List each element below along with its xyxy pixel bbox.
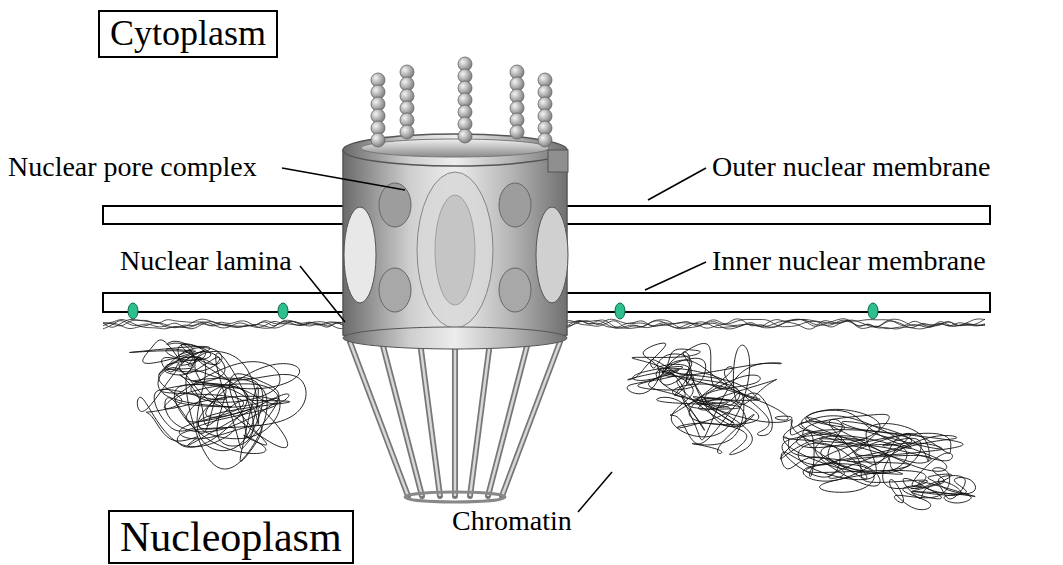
- cytoplasmic-filaments: [371, 57, 552, 147]
- nuclear-basket: [350, 342, 560, 502]
- nuclear-pore-complex: [343, 57, 568, 502]
- region-name: Nucleoplasm: [120, 514, 342, 560]
- part-label: Chromatin: [452, 506, 572, 537]
- part-label: Outer nuclear membrane: [712, 152, 990, 183]
- part-label: Nuclear pore complex: [8, 152, 257, 183]
- chromatin-fibres: [130, 340, 976, 510]
- region-name: Cytoplasm: [110, 14, 266, 54]
- region-box: Cytoplasm: [98, 10, 278, 58]
- part-label: Nuclear lamina: [120, 246, 292, 277]
- part-label: Inner nuclear membrane: [712, 246, 986, 277]
- leader-lines: [282, 168, 706, 512]
- region-box: Nucleoplasm: [108, 510, 354, 564]
